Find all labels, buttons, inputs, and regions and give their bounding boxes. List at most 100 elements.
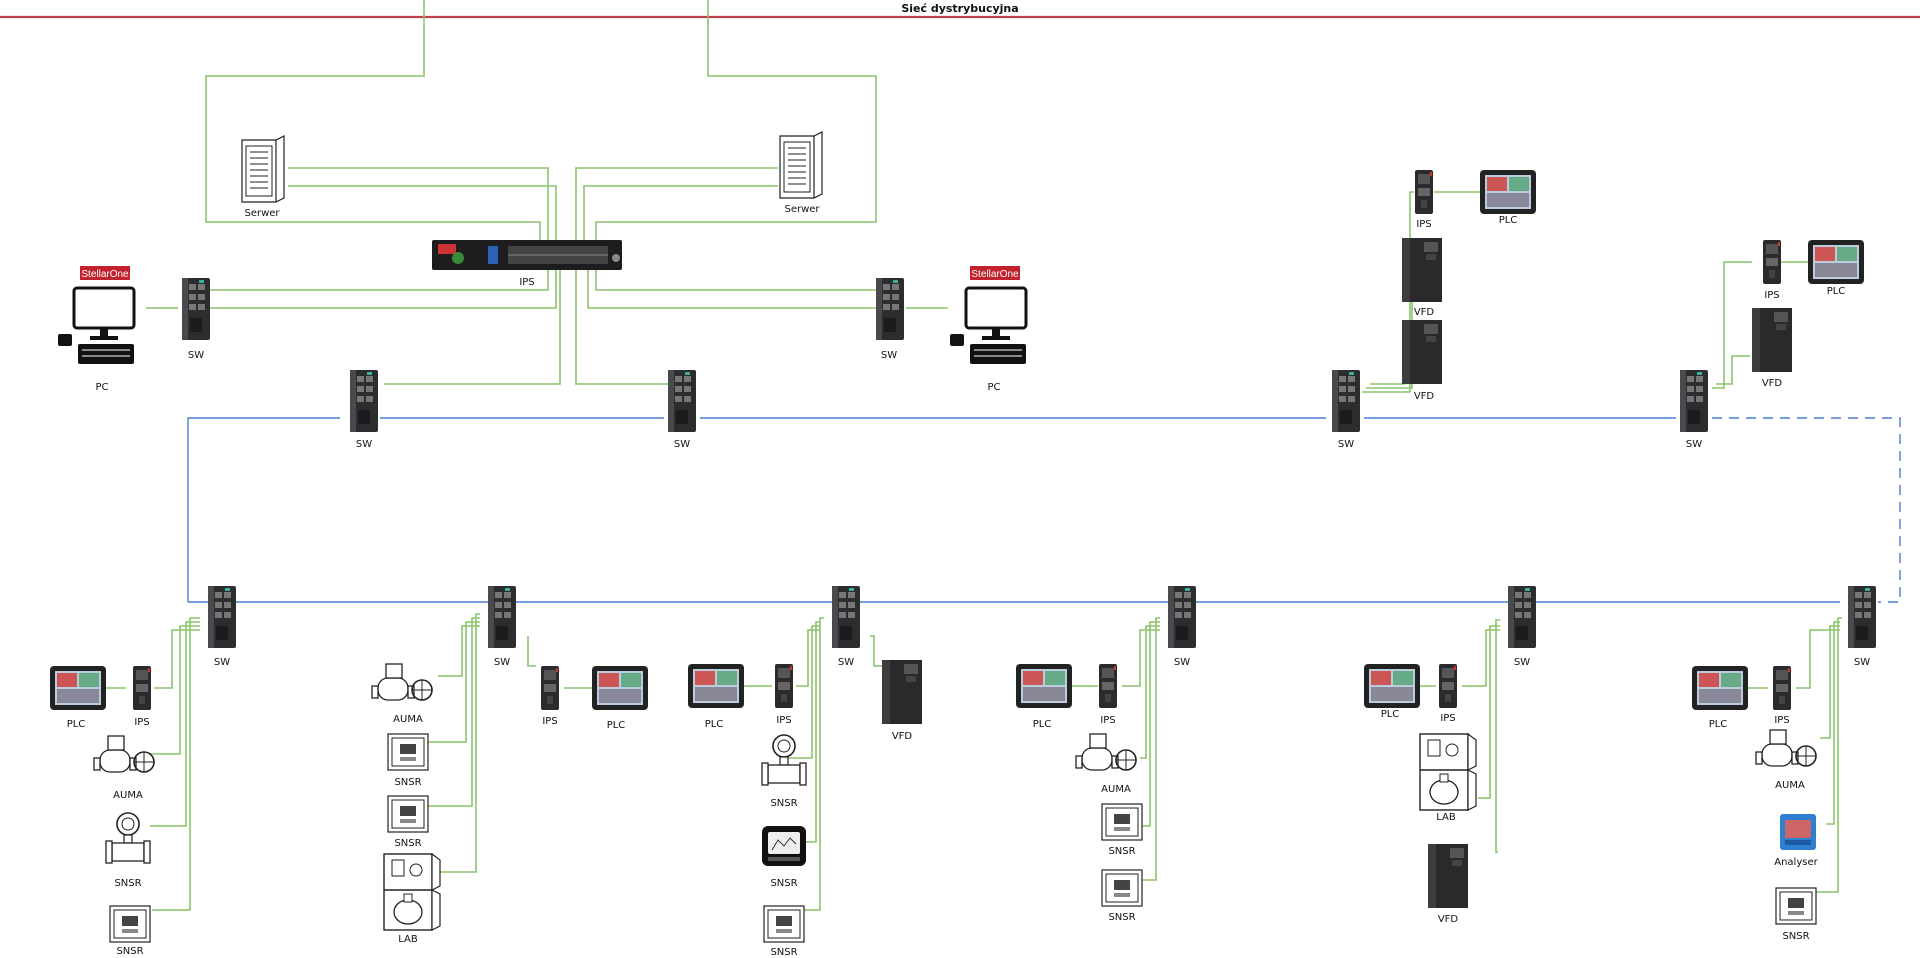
brand-badge-right [970,266,1020,280]
ring-switch-3-label: SW [1338,439,1354,450]
ips-c3-icon[interactable] [775,664,793,708]
ips-tr2-label: IPS [1764,290,1779,301]
brand-badge-left [80,266,130,280]
ips-c1-label: IPS [134,717,149,728]
ring-switch-2-icon[interactable] [668,370,696,432]
ips-tr1-label: IPS [1416,219,1431,230]
analyser-c6-label: Analyser [1774,857,1818,868]
bottom-switch-6-label: SW [1854,657,1870,668]
lab-c5-icon[interactable] [1419,733,1477,811]
ips-c1-icon[interactable] [133,666,151,710]
server-left-icon[interactable] [241,135,285,203]
vfd-tr3-icon[interactable] [1752,308,1792,372]
bottom-switch-5-icon[interactable] [1508,586,1536,648]
ips-c2-icon[interactable] [541,666,559,710]
bottom-switch-1-label: SW [214,657,230,668]
plc-c6-label: PLC [1709,719,1728,730]
server-left-label: Serwer [244,208,280,219]
vfd-tr2-icon[interactable] [1402,320,1442,384]
snsr-box-c4a-label: SNSR [1108,846,1135,857]
distribution-network-title: Sieć dystrybucyjna [901,2,1018,15]
pc-right-label: PC [987,382,1000,393]
bottom-switch-4-label: SW [1174,657,1190,668]
auma-c4-icon[interactable] [1075,733,1137,771]
auma-c2-label: AUMA [393,714,423,725]
snsr-box-c2b-icon[interactable] [387,795,429,833]
plc-c2-icon[interactable] [592,666,648,710]
snsr-box-c4b-icon[interactable] [1101,869,1143,907]
plc-c1-icon[interactable] [50,666,106,710]
ips-c3-label: IPS [776,715,791,726]
analyser-c6-icon[interactable] [1780,814,1816,850]
bottom-switch-1-icon[interactable] [208,586,236,648]
lab-c2-label: LAB [398,934,418,945]
ring-switch-1-label: SW [356,439,372,450]
snsr-box-c1-icon[interactable] [109,905,151,943]
switch-pc-right-icon[interactable] [876,278,904,340]
bottom-switch-6-icon[interactable] [1848,586,1876,648]
plc-c4-icon[interactable] [1016,664,1072,708]
bottom-switch-2-icon[interactable] [488,586,516,648]
lab-c2-icon[interactable] [383,853,441,931]
switch-pc-left-label: SW [188,350,204,361]
ips-c5-label: IPS [1440,713,1455,724]
snsr-display-c3-label: SNSR [770,878,797,889]
core-ips-appliance[interactable] [432,240,622,270]
switch-pc-right-label: SW [881,350,897,361]
ring-switch-1-icon[interactable] [350,370,378,432]
ring-switch-4-icon[interactable] [1680,370,1708,432]
pc-left-icon[interactable] [56,286,136,366]
auma-c6-label: AUMA [1775,780,1805,791]
bottom-switch-3-label: SW [838,657,854,668]
pc-right-icon[interactable] [948,286,1028,366]
vfd-c3-label: VFD [892,731,913,742]
plc-c6-icon[interactable] [1692,666,1748,710]
snsr-box-c2a-label: SNSR [394,777,421,788]
vfd-tr2-label: VFD [1414,391,1435,402]
snsr-display-c3-icon[interactable] [761,825,807,867]
snsr-box-c6-label: SNSR [1782,931,1809,942]
auma-c6-icon[interactable] [1755,729,1817,767]
snsr-box-c3-icon[interactable] [763,905,805,943]
ips-c6-icon[interactable] [1773,666,1791,710]
snsr-box-c1-label: SNSR [116,946,143,957]
brand-label-left: StellarOne [81,269,129,280]
plc-c5-icon[interactable] [1364,664,1420,708]
snsr-box-c4b-label: SNSR [1108,912,1135,923]
bottom-switch-4-icon[interactable] [1168,586,1196,648]
snsr-flow-c3-icon[interactable] [761,734,807,786]
switch-pc-left-icon[interactable] [182,278,210,340]
ring-switch-3-icon[interactable] [1332,370,1360,432]
ips-c5-icon[interactable] [1439,664,1457,708]
snsr-box-c4a-icon[interactable] [1101,803,1143,841]
plc-c2-label: PLC [607,720,626,731]
ips-c4-icon[interactable] [1099,664,1117,708]
ips-tr1-icon[interactable] [1415,170,1433,214]
vfd-tr1-icon[interactable] [1402,238,1442,302]
plc-c5-label: PLC [1381,709,1400,720]
ips-tr2-icon[interactable] [1763,240,1781,284]
plc-tr2-label: PLC [1827,286,1846,297]
ring-switch-2-label: SW [674,439,690,450]
auma-c1-icon[interactable] [93,735,155,773]
plc-c3-icon[interactable] [688,664,744,708]
bottom-switch-3-icon[interactable] [832,586,860,648]
snsr-flow-c1-icon[interactable] [105,812,151,864]
ring-switch-4-label: SW [1686,439,1702,450]
plc-c3-label: PLC [705,719,724,730]
vfd-c5-icon[interactable] [1428,844,1468,908]
vfd-c3-icon[interactable] [882,660,922,724]
auma-c2-icon[interactable] [371,663,433,701]
server-right-icon[interactable] [779,131,823,199]
plc-c1-label: PLC [67,719,86,730]
snsr-flow-c1-label: SNSR [114,878,141,889]
brand-label-right: StellarOne [971,269,1019,280]
plc-tr1-icon[interactable] [1480,170,1536,214]
snsr-box-c6-icon[interactable] [1775,887,1817,925]
ips-c4-label: IPS [1100,715,1115,726]
snsr-box-c2a-icon[interactable] [387,733,429,771]
lab-c5-label: LAB [1436,812,1456,823]
plc-tr2-icon[interactable] [1808,240,1864,284]
ips-c2-label: IPS [542,716,557,727]
